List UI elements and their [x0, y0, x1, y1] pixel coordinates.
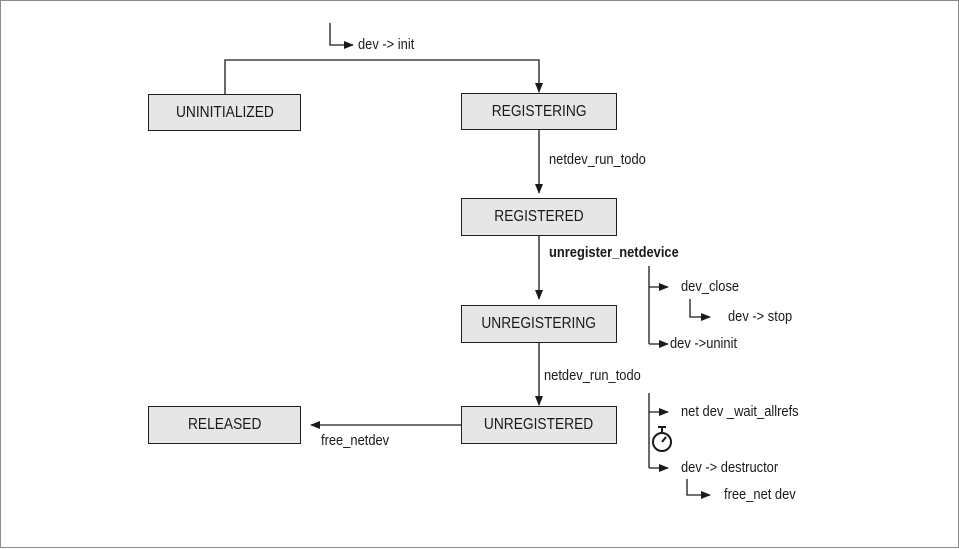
state-registering: REGISTERING [461, 93, 617, 130]
state-uninitialized: UNINITIALIZED [148, 94, 301, 131]
transition-run-todo-2-label: netdev_run_todo [544, 367, 641, 384]
arrow-dev-stop [689, 299, 711, 321]
state-unregistered: UNREGISTERED [461, 406, 617, 444]
transition-run-todo-label: netdev_run_todo [549, 151, 646, 168]
transition-unregister-label: unregister_netdevice [549, 244, 679, 261]
state-registered-label: REGISTERED [494, 208, 584, 225]
step-dev-stop-label: dev -> stop [728, 308, 793, 325]
step-dev-uninit-label: dev ->uninit [670, 335, 738, 352]
step-wait-allrefs-label: net dev _wait_allrefs [681, 403, 799, 420]
state-uninitialized-label: UNINITIALIZED [175, 103, 274, 121]
entry-arrow [329, 23, 354, 49]
stopwatch-icon [652, 426, 672, 452]
step-free-net-dev-label: free_net dev [724, 486, 796, 503]
step-destructor-label: dev -> destructor [681, 459, 779, 476]
state-unregistering: UNREGISTERING [461, 305, 617, 343]
state-released-label: RELEASED [187, 416, 262, 433]
branch-line [224, 59, 543, 94]
transition-init-label: dev -> init [358, 36, 415, 53]
state-registering-label: REGISTERING [491, 102, 587, 120]
state-unregistering-label: UNREGISTERING [481, 315, 597, 332]
state-unregistered-label: UNREGISTERED [484, 416, 594, 433]
state-released: RELEASED [148, 406, 301, 444]
transition-free-label: free_netdev [321, 432, 390, 449]
state-registered: REGISTERED [461, 198, 617, 236]
arrow-free-net-dev [686, 479, 711, 499]
step-dev-close-label: dev_close [681, 278, 740, 295]
